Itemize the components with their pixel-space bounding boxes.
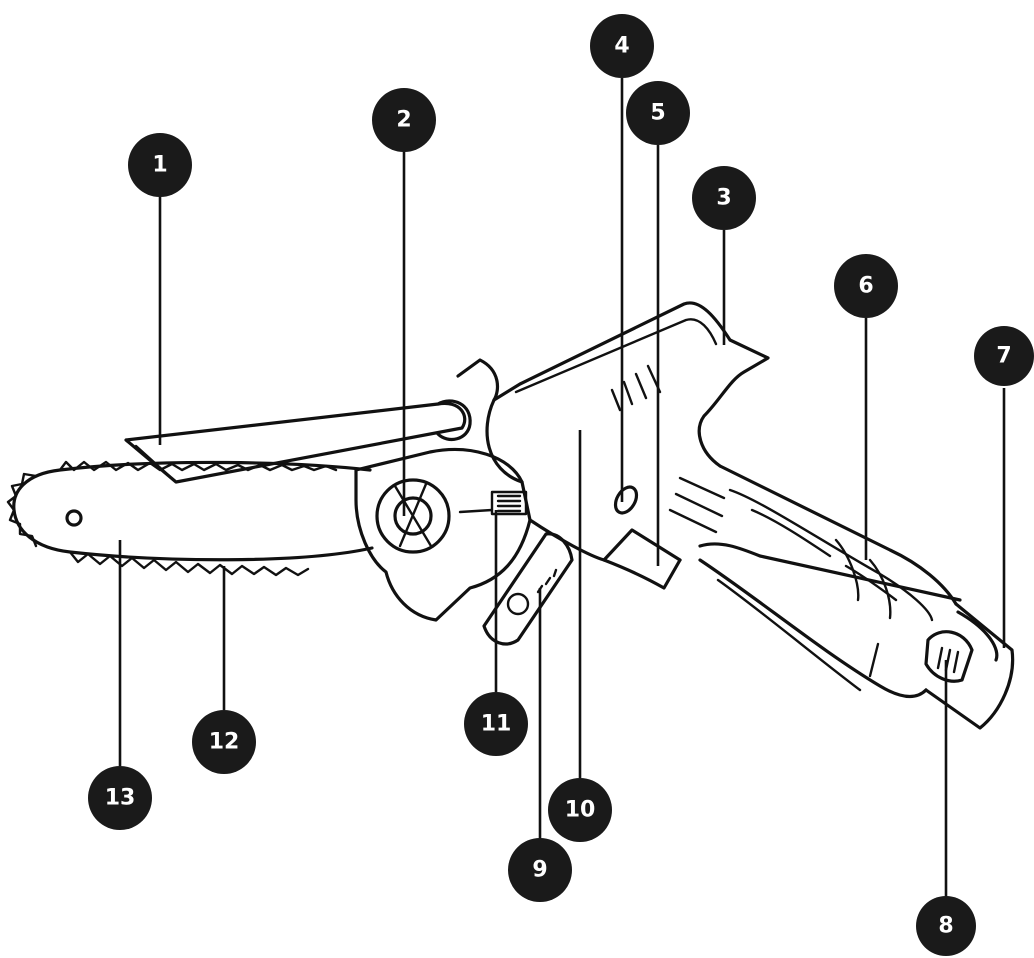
- blade-cover: [124, 399, 472, 484]
- callout-10: 10: [548, 778, 612, 842]
- rear-handle: [698, 464, 958, 698]
- callout-2-label: 2: [396, 108, 411, 133]
- callout-11-label: 11: [481, 712, 512, 737]
- callout-13-label: 13: [105, 786, 136, 811]
- callout-7-label: 7: [996, 344, 1011, 369]
- callout-8-label: 8: [938, 914, 953, 939]
- callout-2: 2: [372, 88, 436, 152]
- callout-8: 8: [916, 896, 976, 956]
- callout-6-label: 6: [858, 274, 873, 299]
- callout-4: 4: [590, 14, 654, 78]
- callout-12-label: 12: [209, 730, 240, 755]
- callout-13: 13: [88, 766, 152, 830]
- callout-3: 3: [692, 166, 756, 230]
- callout-11: 11: [464, 692, 528, 756]
- callout-badges: 1 2 3 4 5 6 7 8: [88, 14, 1034, 956]
- callout-10-label: 10: [565, 798, 596, 823]
- callout-7: 7: [974, 326, 1034, 386]
- callout-1: 1: [128, 133, 192, 197]
- callout-6: 6: [834, 254, 898, 318]
- callout-5-label: 5: [650, 101, 665, 126]
- callout-9-label: 9: [532, 858, 547, 883]
- callout-1-label: 1: [152, 153, 167, 178]
- main-body: [456, 301, 962, 602]
- callout-9: 9: [508, 838, 572, 902]
- leader-lines: [118, 78, 1006, 898]
- callout-4-label: 4: [614, 34, 629, 59]
- chainsaw-illustration: [6, 301, 1015, 730]
- guide-bar: [6, 460, 374, 577]
- callout-3-label: 3: [716, 186, 731, 211]
- battery-pack: [924, 602, 1015, 730]
- callout-5: 5: [626, 81, 690, 145]
- sprocket-housing: [354, 447, 532, 622]
- callout-12: 12: [192, 710, 256, 774]
